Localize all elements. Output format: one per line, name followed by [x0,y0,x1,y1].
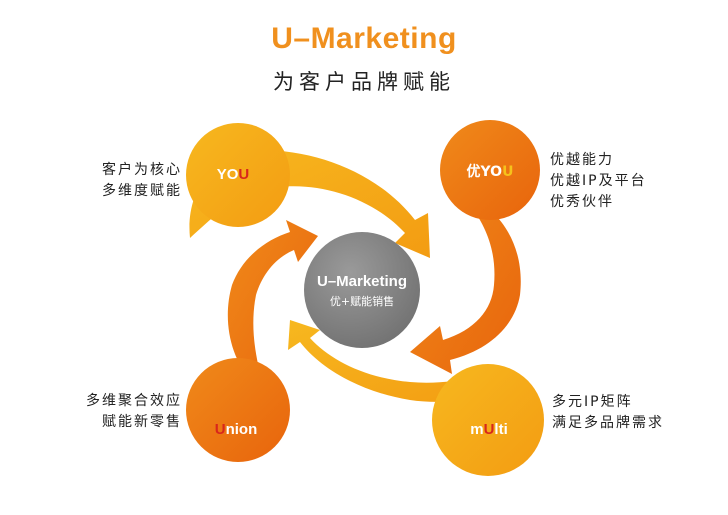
youyou-node [410,120,540,374]
union-node [186,220,318,462]
multi-node [288,320,544,476]
description-top-left: 客户为核心 多维度赋能 [82,160,182,202]
youyou-circle [440,120,540,220]
center-subtitle: 优+赋能销售 [330,294,394,308]
description-line: 多维聚合效应 [86,393,182,409]
page-title: U–Marketing [271,22,457,55]
multi-label: mUlti [470,421,508,438]
union-label: Union [215,421,258,438]
description-bottom-right: 多元IP矩阵 满足多品牌需求 [552,392,664,434]
center-circle [304,232,420,348]
description-line: 优秀伙伴 [550,194,614,210]
description-line: 优越IP及平台 [550,173,647,189]
you-circle [186,123,290,227]
you-label: YOU [217,166,250,183]
page-subtitle: 为客户品牌赋能 [273,70,455,94]
multi-circle [432,364,544,476]
you-node [186,123,430,258]
youyou-label: 优YOU [467,163,514,180]
union-circle [186,358,290,462]
union-arrow [227,220,318,385]
description-line: 满足多品牌需求 [552,415,664,431]
center-title: U–Marketing [317,273,407,290]
description-line: 赋能新零售 [102,414,182,430]
description-line: 多维度赋能 [102,183,182,199]
description-top-right: 优越能力 优越IP及平台 优秀伙伴 [550,150,647,213]
youyou-arrow [410,195,521,374]
description-line: 客户为核心 [102,162,182,178]
description-line: 优越能力 [550,152,614,168]
description-bottom-left: 多维聚合效应 赋能新零售 [72,391,182,433]
description-line: 多元IP矩阵 [552,394,633,410]
